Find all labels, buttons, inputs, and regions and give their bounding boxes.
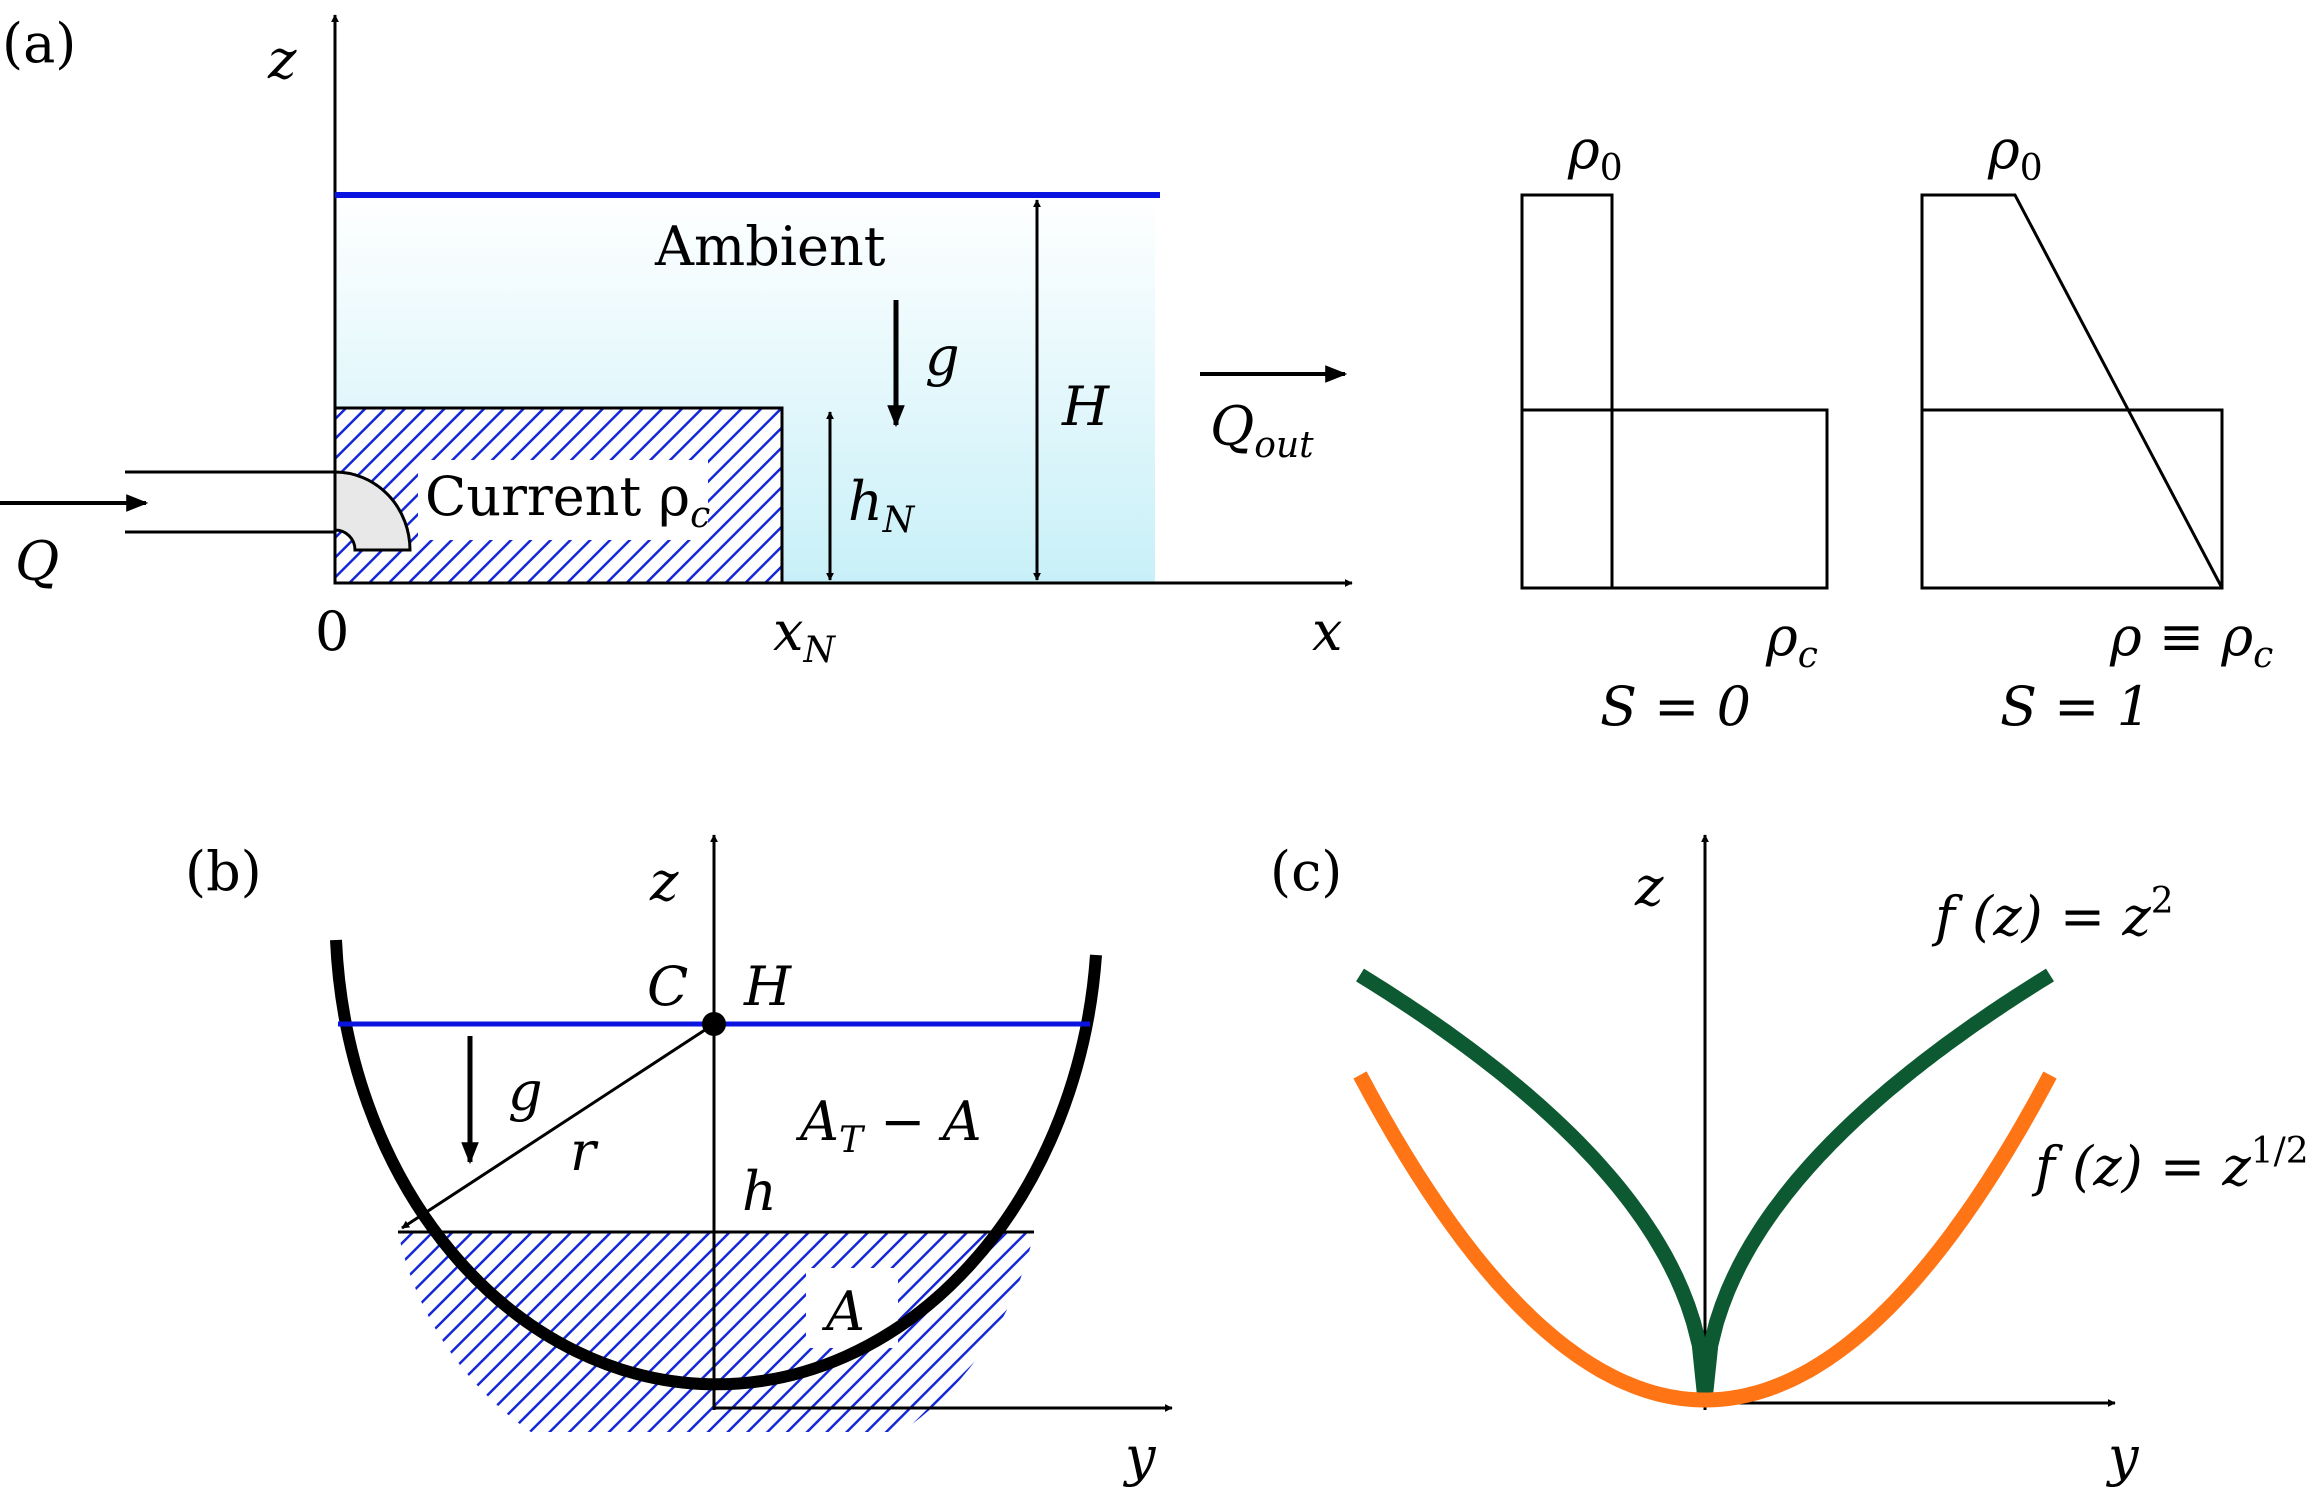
- current-label-box: [418, 460, 708, 540]
- x-axis-label: x: [1312, 600, 1342, 663]
- centre-point: [702, 1012, 726, 1036]
- z-axis-label: z: [267, 28, 297, 91]
- A-label: A: [821, 1280, 865, 1343]
- s0-rho0-label: ρ0: [1567, 118, 1623, 189]
- s1-profile-outline: [1920, 193, 2224, 589]
- xN-label: xN: [773, 600, 836, 671]
- curve-green-label: f (z) = z2: [1931, 881, 2174, 948]
- b-gravity-label: g: [508, 1060, 543, 1123]
- c-y-label: y: [2106, 1425, 2140, 1488]
- current-area: [398, 1232, 1034, 1432]
- s0-caption: S = 0: [1600, 675, 1751, 738]
- b-y-label: y: [1123, 1425, 1157, 1488]
- s1-caption: S = 1: [2000, 675, 2151, 738]
- profile-s0: ρ0 ρc S = 0: [1520, 118, 1829, 738]
- s0-rhoc-label: ρc: [1765, 605, 1818, 676]
- panel-a-tag: (a): [2, 12, 76, 75]
- panel-c: (c) z y f (z) = z2 f (z) = z1/2: [1270, 834, 2309, 1488]
- s0-ambient-column: [1520, 193, 1614, 588]
- current-label: Current ρc: [425, 465, 710, 536]
- outflow-label: Qout: [1210, 395, 1314, 466]
- hN-label: hN: [848, 470, 916, 541]
- origin-label: 0: [315, 600, 349, 663]
- inflow-label: Q: [15, 530, 59, 593]
- s0-current-block: [1520, 408, 1829, 590]
- s1-rho0-label: ρ0: [1987, 118, 2043, 189]
- b-z-label: z: [649, 850, 679, 913]
- c-z-label: z: [1634, 855, 1664, 918]
- gravity-label: g: [925, 325, 960, 388]
- panel-a: (a) Current ρc Q z x 0 xN Ambient g hN H: [0, 12, 1353, 671]
- upper-area-label: AT − A: [795, 1090, 982, 1161]
- r-label: r: [570, 1120, 599, 1183]
- channel-wall: [330, 939, 1102, 1391]
- s1-rhoc-label: ρ ≡ ρc: [2109, 605, 2273, 676]
- H-label-b: H: [743, 955, 792, 1018]
- panel-b-tag: (b): [185, 840, 262, 903]
- curve-z-half: [1353, 1071, 2057, 1408]
- curve-orange-label: f (z) = z1/2: [2031, 1131, 2309, 1198]
- H-label: H: [1061, 375, 1110, 438]
- radius-line: [401, 1022, 715, 1230]
- panel-b: (b) A z y C H r g h AT − A: [185, 834, 1173, 1488]
- h-label: h: [742, 1160, 777, 1223]
- s1-current-block: [1920, 408, 2224, 590]
- profile-s1: ρ0 ρ ≡ ρc S = 1: [1920, 118, 2273, 738]
- C-label: C: [647, 955, 688, 1018]
- ambient-label: Ambient: [654, 215, 886, 278]
- panel-c-tag: (c): [1270, 840, 1342, 903]
- inlet-nozzle: [333, 470, 412, 552]
